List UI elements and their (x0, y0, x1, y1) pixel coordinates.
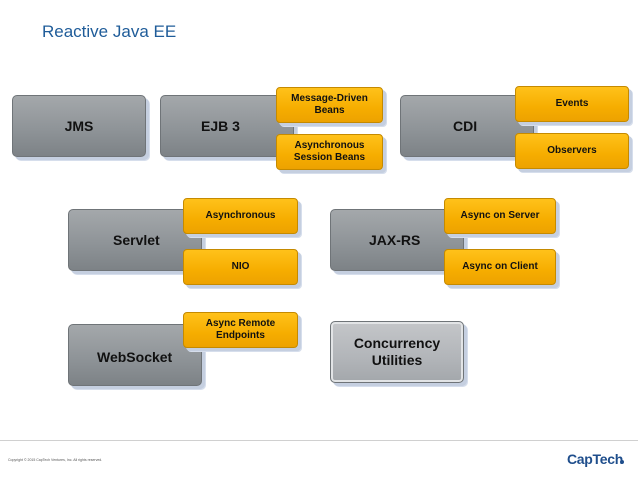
concurrency-utilities-label: Concurrency Utilities (353, 335, 441, 368)
jaxrs-label: JAX-RS (369, 232, 421, 248)
async-on-client-box: Async on Client (444, 249, 556, 285)
asynchronous-session-beans-box: Asynchronous Session Beans (276, 134, 383, 170)
message-driven-beans-box: Message-Driven Beans (276, 87, 383, 123)
concurrency-utilities-box: Concurrency Utilities (330, 321, 464, 383)
captech-logo: CapTech (567, 451, 623, 467)
ejb-box: EJB 3 (160, 95, 294, 157)
ejb-label: EJB 3 (201, 118, 240, 134)
servlet-box: Servlet (68, 209, 202, 271)
logo-dot-icon (620, 460, 624, 464)
async-on-server-box: Async on Server (444, 198, 556, 234)
copyright-text: Copyright © 2015 CapTech Ventures, Inc. … (8, 458, 103, 462)
events-box: Events (515, 86, 629, 122)
cdi-box: CDI (400, 95, 534, 157)
jms-label: JMS (64, 118, 94, 134)
asynchronous-box: Asynchronous (183, 198, 298, 234)
websocket-box: WebSocket (68, 324, 202, 386)
servlet-label: Servlet (113, 232, 160, 248)
jaxrs-box: JAX-RS (330, 209, 464, 271)
websocket-label: WebSocket (97, 349, 173, 365)
slide-title: Reactive Java EE (42, 22, 177, 41)
nio-box: NIO (183, 249, 298, 285)
cdi-label: CDI (453, 118, 478, 134)
footer-divider (0, 440, 638, 441)
jms-box: JMS (12, 95, 146, 157)
async-remote-endpoints-box: Async Remote Endpoints (183, 312, 298, 348)
observers-box: Observers (515, 133, 629, 169)
